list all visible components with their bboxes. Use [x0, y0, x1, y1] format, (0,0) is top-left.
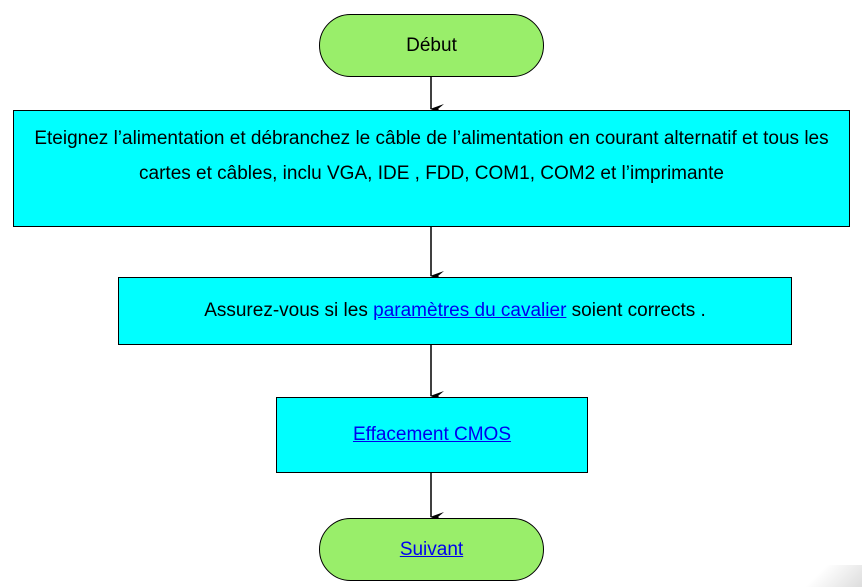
jumper-check-text: Assurez-vous si les paramètres du cavali… [204, 300, 706, 322]
clear-cmos-link[interactable]: Effacement CMOS [352, 424, 512, 445]
jumper-text-after: soient corrects . [566, 300, 706, 321]
jumper-text-before: Assurez-vous si les [204, 300, 374, 321]
clear-cmos-step: Effacement CMOS [276, 397, 588, 473]
jumper-check-step: Assurez-vous si les paramètres du cavali… [118, 277, 792, 345]
power-off-step: Eteignez l’alimentation et débranchez le… [13, 110, 850, 227]
power-off-step-text: Eteignez l’alimentation et débranchez le… [34, 128, 829, 184]
next-link[interactable]: Suivant [399, 538, 464, 560]
corner-watermark [802, 565, 862, 587]
start-node: Début [319, 14, 544, 77]
jumper-settings-link[interactable]: paramètres du cavalier [373, 300, 567, 321]
next-node: Suivant [319, 518, 544, 581]
start-label: Début [406, 34, 457, 56]
